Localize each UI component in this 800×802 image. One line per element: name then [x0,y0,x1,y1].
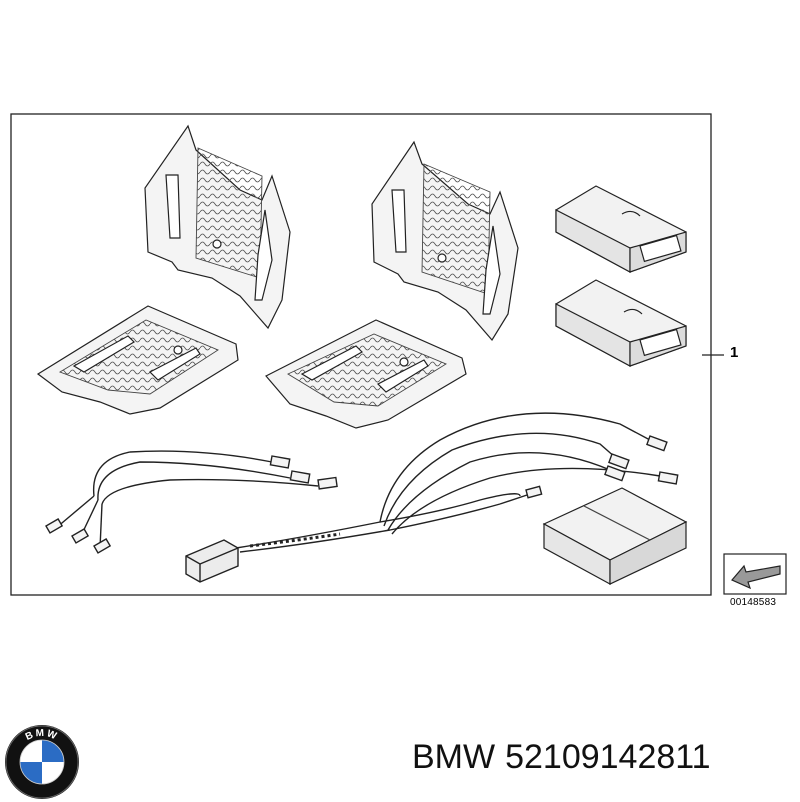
part-number: 52109142811 [505,738,711,776]
bmw-roundel-icon: BMW [5,725,79,799]
harness-plug [185,539,239,583]
roundel-letters: BMW [24,728,58,743]
callout-number: 1 [730,344,739,361]
backrest-heating-mat-left [144,124,291,330]
brand-name: BMW [412,738,496,776]
package-box [542,487,688,586]
orientation-arrow-icon [723,553,787,595]
svg-text:BMW: BMW [24,728,60,743]
roundel-quarters [20,740,64,784]
cushion-heating-mat-left [36,305,239,415]
backrest-heating-mat-right [371,140,519,342]
control-module-upper [555,185,687,274]
cushion-heating-mat-right [265,319,467,429]
wiring-harness-right [185,412,679,583]
control-module-lower [555,279,687,368]
wiring-harness-left [45,450,338,554]
diagram-reference-code: 00148583 [730,597,777,608]
